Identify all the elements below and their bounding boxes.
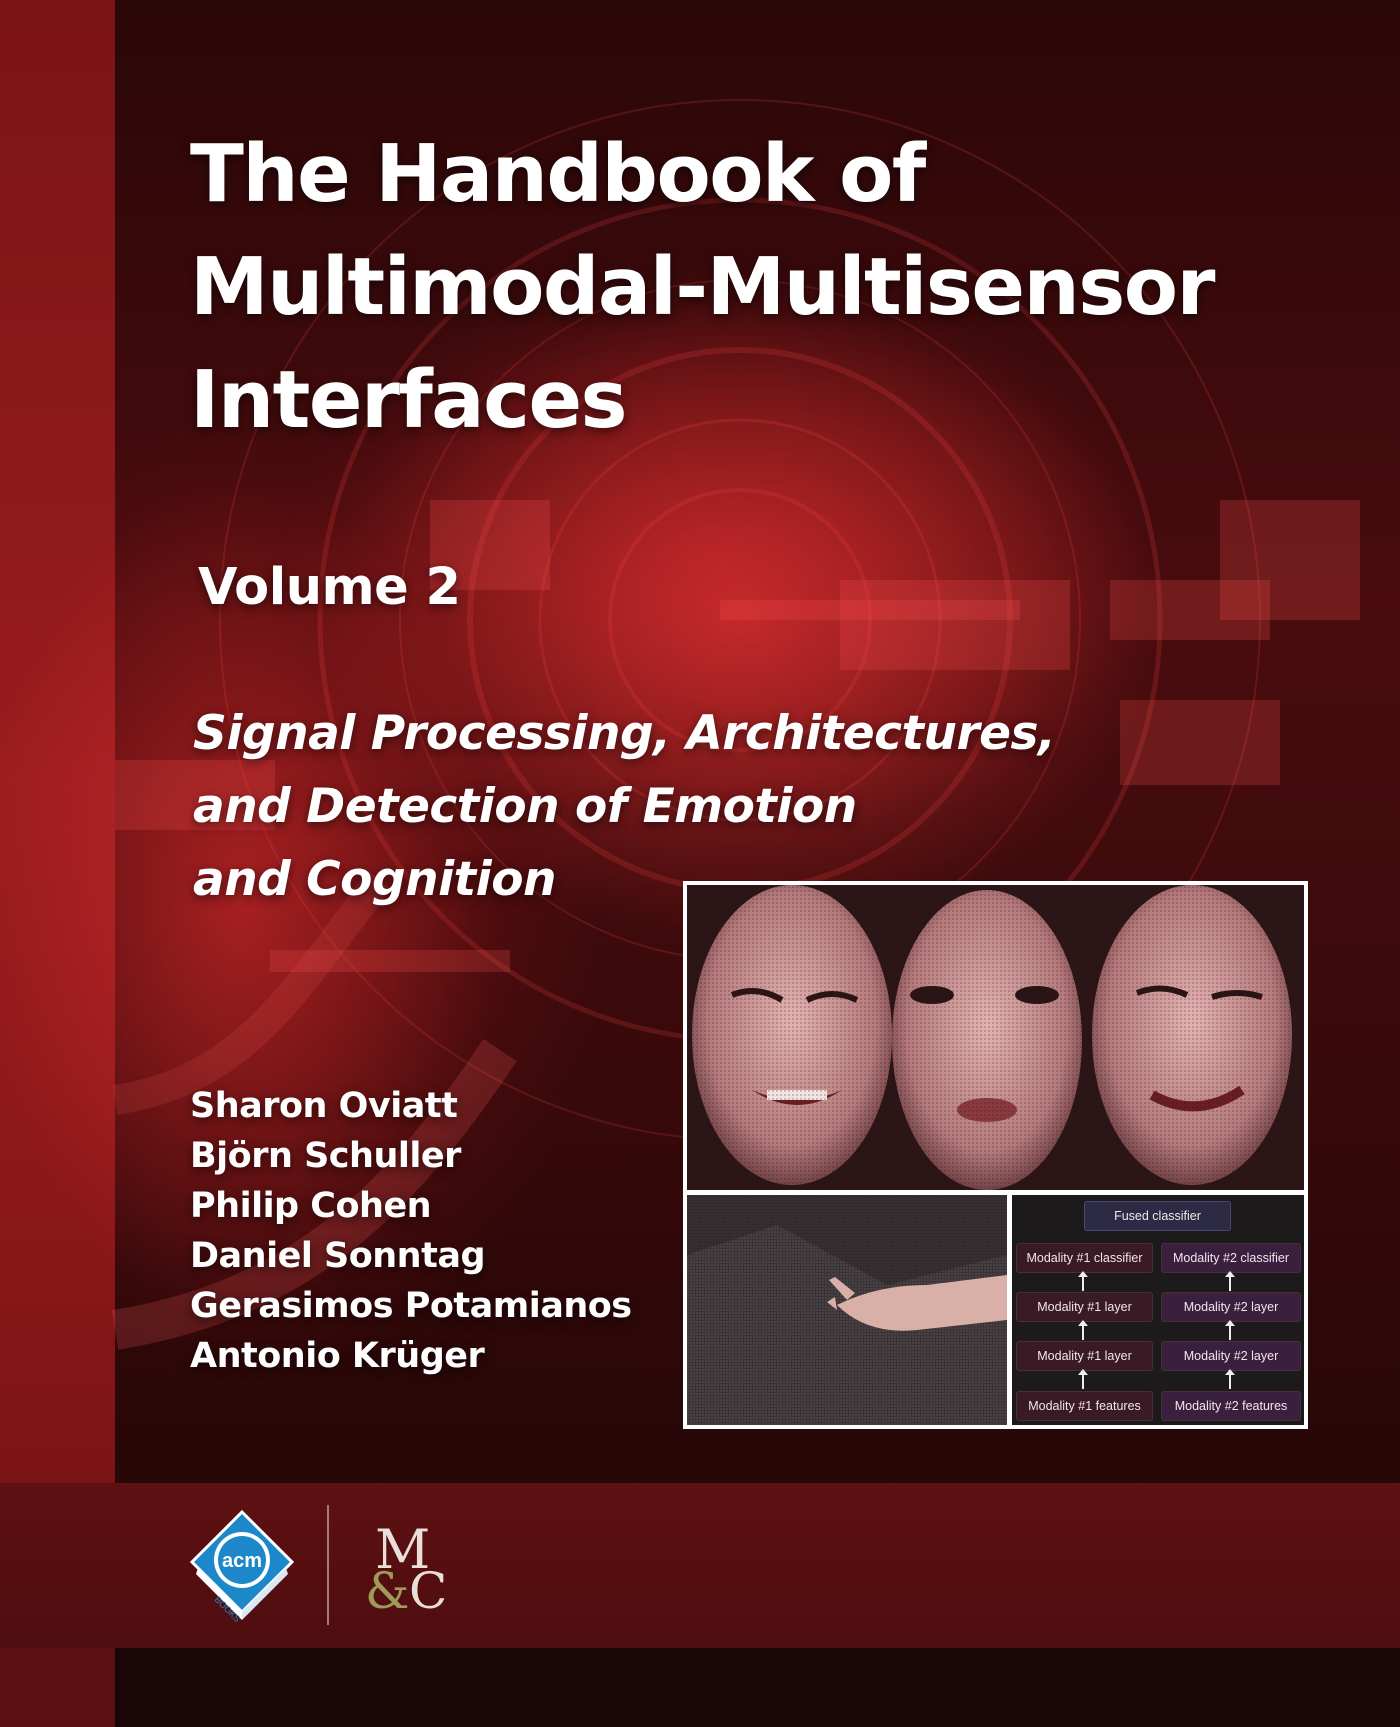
subtitle-line-1: Signal Processing, Architectures,: [193, 706, 1056, 761]
modality-2-features-node: Modality #2 features: [1161, 1391, 1301, 1421]
cover-figure: Fused classifier Modality #1 classifier …: [683, 881, 1308, 1429]
book-subtitle: Signal Processing, Architectures, and De…: [193, 697, 1193, 916]
author-name: Daniel Sonntag: [190, 1236, 485, 1276]
fused-classifier-node: Fused classifier: [1084, 1201, 1231, 1231]
morgan-claypool-logo: M & C: [365, 1518, 447, 1616]
subtitle-line-3: and Cognition: [193, 852, 557, 907]
gesture-photo: [687, 1195, 1007, 1425]
title-line-1: The Handbook of: [190, 128, 926, 220]
author-name: Björn Schuller: [190, 1136, 461, 1176]
logo-divider: [327, 1505, 329, 1625]
modality-1-layer-node: Modality #1 layer: [1016, 1341, 1153, 1371]
bottom-strip: [0, 1648, 1400, 1727]
author-name: Gerasimos Potamianos: [190, 1286, 632, 1326]
arrow-up-icon: [1078, 1320, 1088, 1340]
svg-text:&: &: [365, 1562, 410, 1616]
svg-text:C: C: [409, 1562, 447, 1616]
title-line-3: Interfaces: [190, 354, 628, 446]
background-abstract-art: [0, 99, 1360, 1350]
author-name: Philip Cohen: [190, 1186, 432, 1226]
arrow-up-icon: [1225, 1369, 1235, 1389]
arrow-up-icon: [1078, 1271, 1088, 1291]
modality-1-layer-node: Modality #1 layer: [1016, 1292, 1153, 1322]
modality-2-layer-node: Modality #2 layer: [1161, 1341, 1301, 1371]
subtitle-line-2: and Detection of Emotion: [193, 779, 857, 834]
acm-books-logo: acm BOOKS: [189, 1509, 295, 1623]
bottom-left-accent: [0, 1648, 115, 1727]
modality-1-features-node: Modality #1 features: [1016, 1391, 1153, 1421]
modality-2-layer-node: Modality #2 layer: [1161, 1292, 1301, 1322]
author-name: Sharon Oviatt: [190, 1086, 458, 1126]
faces-photo: [687, 885, 1304, 1190]
author-list: Sharon Oviatt Björn Schuller Philip Cohe…: [190, 1081, 632, 1381]
architecture-diagram: Fused classifier Modality #1 classifier …: [1012, 1195, 1304, 1425]
modality-2-classifier-node: Modality #2 classifier: [1161, 1243, 1301, 1273]
book-title: The Handbook of Multimodal-Multisensor I…: [190, 118, 1310, 457]
svg-text:acm: acm: [222, 1550, 262, 1572]
arrow-up-icon: [1225, 1320, 1235, 1340]
arrow-up-icon: [1225, 1271, 1235, 1291]
svg-text:M: M: [375, 1518, 430, 1581]
title-line-2: Multimodal-Multisensor: [190, 241, 1215, 333]
author-name: Antonio Krüger: [190, 1336, 485, 1376]
modality-1-classifier-node: Modality #1 classifier: [1016, 1243, 1153, 1273]
volume-label: Volume 2: [198, 558, 461, 617]
arrow-up-icon: [1078, 1369, 1088, 1389]
